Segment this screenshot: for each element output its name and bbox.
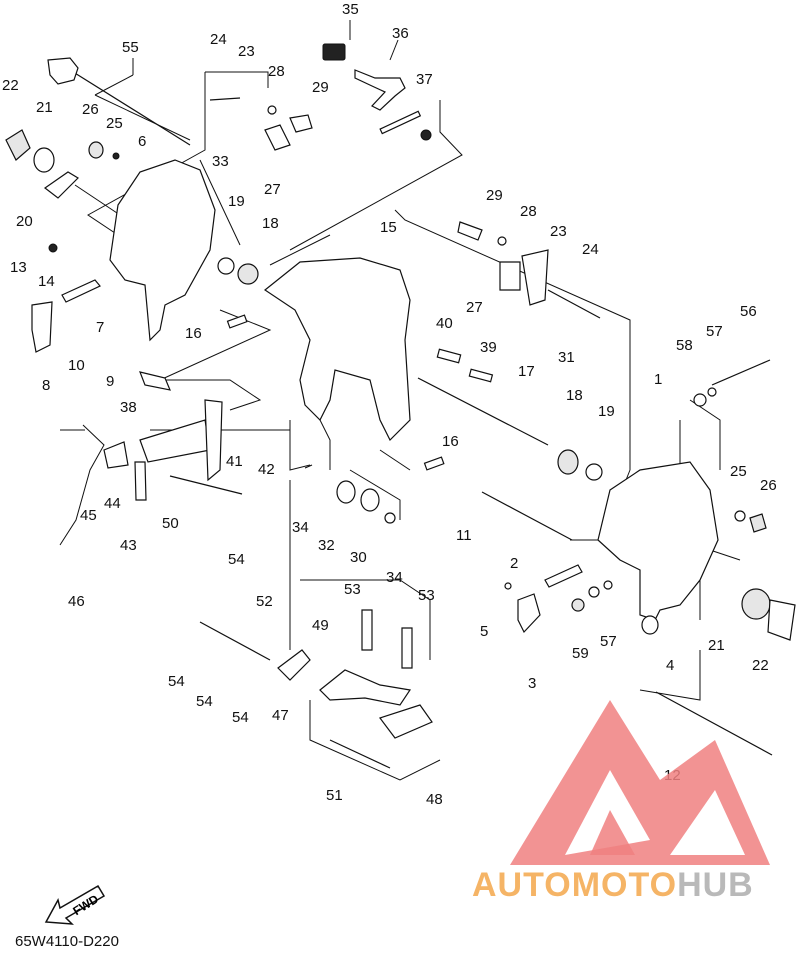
callout-54c: 54 — [196, 693, 213, 710]
fwd-arrow-icon — [44, 884, 106, 925]
callout-58: 58 — [676, 337, 693, 354]
callout-52: 52 — [256, 593, 273, 610]
callout-57b: 57 — [600, 633, 617, 650]
diagram-code: 65W4110-D220 — [15, 933, 119, 950]
callout-7: 7 — [96, 319, 104, 336]
part-36-lever — [354, 69, 406, 111]
callout-25: 25 — [106, 115, 123, 132]
watermark-logo — [510, 700, 770, 865]
callout-43: 43 — [120, 537, 137, 554]
callout-19b: 19 — [598, 403, 615, 420]
callout-33: 33 — [212, 153, 229, 170]
brand-part1: AUTOMOTO — [472, 866, 678, 904]
callout-54: 54 — [228, 551, 245, 568]
part-55-grip — [47, 57, 79, 85]
part-8-plate — [31, 301, 53, 353]
callout-8: 8 — [42, 377, 50, 394]
part-22-nut — [5, 129, 31, 161]
part-21-sleeve — [33, 147, 55, 173]
callout-13: 13 — [10, 259, 27, 276]
callout-34: 34 — [292, 519, 309, 536]
callout-23b: 23 — [550, 223, 567, 240]
callout-17: 17 — [518, 363, 535, 380]
callout-3: 3 — [528, 675, 536, 692]
callout-27b: 27 — [466, 299, 483, 316]
callout-24b: 24 — [582, 241, 599, 258]
callout-9: 9 — [106, 373, 114, 390]
part-42-frame — [139, 419, 211, 463]
callout-59: 59 — [572, 645, 589, 662]
part-37-bolt — [379, 110, 422, 135]
callout-4: 4 — [666, 657, 674, 674]
callout-34b: 34 — [386, 569, 403, 586]
callout-labels: 35 36 37 55 24 23 28 29 22 21 26 25 6 33… — [2, 1, 777, 808]
callout-16: 16 — [185, 325, 202, 342]
callout-6: 6 — [138, 133, 146, 150]
callout-20: 20 — [16, 213, 33, 230]
callout-53b: 53 — [418, 587, 435, 604]
callout-42: 42 — [258, 461, 275, 478]
callout-5: 5 — [480, 623, 488, 640]
callout-32: 32 — [318, 537, 335, 554]
callout-28: 28 — [268, 63, 285, 80]
watermark-brand-text: AUTOMOTOHUB — [472, 866, 754, 905]
callout-39: 39 — [480, 339, 497, 356]
callout-16b: 16 — [442, 433, 459, 450]
callout-57: 57 — [706, 323, 723, 340]
callout-54d: 54 — [232, 709, 249, 726]
part-35-cap — [322, 43, 346, 61]
callout-49: 49 — [312, 617, 329, 634]
callout-22: 22 — [2, 77, 19, 94]
callout-26: 26 — [82, 101, 99, 118]
callout-2: 2 — [510, 555, 518, 572]
callout-40: 40 — [436, 315, 453, 332]
callout-35: 35 — [342, 1, 359, 18]
part-1-bracket — [597, 461, 719, 621]
callout-30: 30 — [350, 549, 367, 566]
callout-27: 27 — [264, 181, 281, 198]
callout-21: 21 — [36, 99, 53, 116]
callout-50: 50 — [162, 515, 179, 532]
callout-19: 19 — [228, 193, 245, 210]
callout-1: 1 — [654, 371, 662, 388]
callout-46: 46 — [68, 593, 85, 610]
callout-44: 44 — [104, 495, 121, 512]
callout-29: 29 — [312, 79, 329, 96]
callout-23: 23 — [238, 43, 255, 60]
callout-56: 56 — [740, 303, 757, 320]
callout-15: 15 — [380, 219, 397, 236]
callout-47: 47 — [272, 707, 289, 724]
parts-drawings — [5, 43, 796, 769]
callout-54b: 54 — [168, 673, 185, 690]
callout-22b: 22 — [752, 657, 769, 674]
callout-38: 38 — [120, 399, 137, 416]
callout-29b: 29 — [486, 187, 503, 204]
callout-24: 24 — [210, 31, 227, 48]
callout-55: 55 — [122, 39, 139, 56]
callout-48: 48 — [426, 791, 443, 808]
callout-37: 37 — [416, 71, 433, 88]
callout-18b: 18 — [566, 387, 583, 404]
callout-51: 51 — [326, 787, 343, 804]
callout-31: 31 — [558, 349, 575, 366]
callout-18: 18 — [262, 215, 279, 232]
callout-10: 10 — [68, 357, 85, 374]
callout-25b: 25 — [730, 463, 747, 480]
callout-41: 41 — [226, 453, 243, 470]
callout-53: 53 — [344, 581, 361, 598]
callout-26b: 26 — [760, 477, 777, 494]
callout-28b: 28 — [520, 203, 537, 220]
callout-11: 11 — [456, 527, 472, 544]
part-15-swivel-bracket — [263, 257, 411, 442]
part-6-bracket — [109, 159, 216, 342]
callout-21b: 21 — [708, 637, 725, 654]
part-49-link — [319, 669, 412, 706]
callout-14: 14 — [38, 273, 55, 290]
brand-part2: HUB — [677, 866, 754, 904]
callout-36: 36 — [392, 25, 409, 42]
callout-45: 45 — [80, 507, 97, 524]
